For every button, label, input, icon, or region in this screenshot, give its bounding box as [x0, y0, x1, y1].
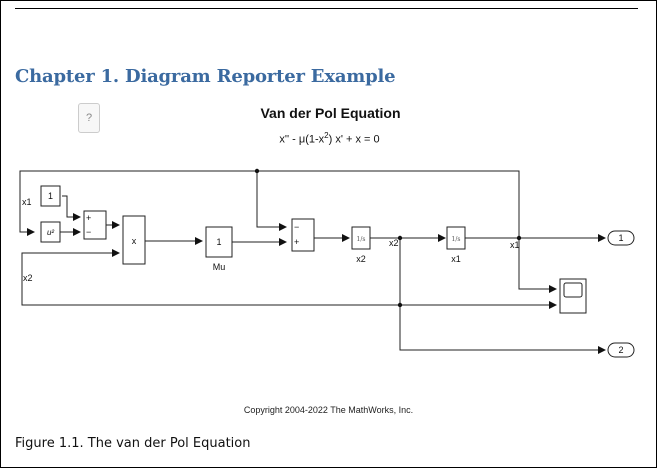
wire-x1-scope [518, 238, 557, 293]
outport-1[interactable]: 1 [607, 230, 635, 246]
signal-label-x1-right: x1 [510, 240, 520, 250]
scope-block[interactable] [559, 278, 587, 314]
figure-caption: Figure 1.1. The van der Pol Equation [15, 436, 251, 451]
chapter-title: Chapter 1. Diagram Reporter Example [15, 66, 396, 87]
junction-dot [254, 168, 260, 174]
gain-value: 1 [216, 237, 221, 247]
gain-name: Mu [213, 262, 226, 272]
square-label: u² [47, 228, 54, 237]
outport-2-label: 2 [618, 345, 623, 355]
junction-dot [397, 235, 403, 241]
copyright-text: Copyright 2004-2022 The MathWorks, Inc. [243, 405, 414, 415]
gain-block[interactable]: 1 Mu [205, 226, 233, 272]
integrator-x2-name: x2 [356, 254, 366, 264]
integrator-x2-block[interactable]: 1/s x2 [351, 226, 371, 264]
integrator-x2-label: 1/s [357, 236, 366, 243]
sum1-plus-sign: + [86, 213, 91, 223]
sum2-block[interactable]: − + [291, 218, 315, 252]
diagram-equation: x'' - μ(1-x2) x' + x = 0 [0, 131, 657, 146]
sum1-block[interactable]: + − [83, 210, 107, 240]
integrator-x1-label: 1/s [452, 236, 461, 243]
help-icon[interactable]: ? [78, 103, 100, 133]
constant-block[interactable]: 1 [40, 185, 61, 207]
eq-part: x'' - μ(1-x [279, 133, 325, 146]
product-block[interactable]: x [122, 215, 146, 265]
integrator-x1-block[interactable]: 1/s x1 [446, 226, 466, 264]
wire-x2-feedback [21, 249, 400, 306]
outport-1-label: 1 [618, 233, 623, 243]
wire-const-sum1 [62, 195, 81, 221]
constant-value: 1 [48, 191, 53, 201]
junction-dot [397, 302, 403, 308]
wire-x2-out2 [399, 238, 606, 354]
sum1-minus-sign: − [86, 227, 91, 237]
eq-part: ) x' + x = 0 [328, 133, 380, 146]
junction-dot [516, 235, 522, 241]
diagram-title: Van der Pol Equation [260, 105, 401, 121]
product-label: x [132, 236, 137, 246]
sum2-plus-sign: + [294, 237, 299, 247]
eq-superscript: 2 [324, 131, 329, 140]
wire-x1-to-sum2 [256, 171, 287, 231]
outport-2[interactable]: 2 [607, 342, 635, 358]
square-block[interactable]: u² [40, 221, 61, 243]
signal-label-x2: x2 [23, 273, 33, 283]
scope-screen-icon [563, 282, 583, 298]
wire-x1-feedback [19, 170, 520, 237]
top-rule [15, 8, 638, 9]
signal-label-x1: x1 [22, 197, 32, 207]
integrator-x1-name: x1 [451, 254, 461, 264]
sum2-minus-sign: − [294, 222, 299, 232]
signal-label-x2-mid: x2 [389, 238, 399, 248]
